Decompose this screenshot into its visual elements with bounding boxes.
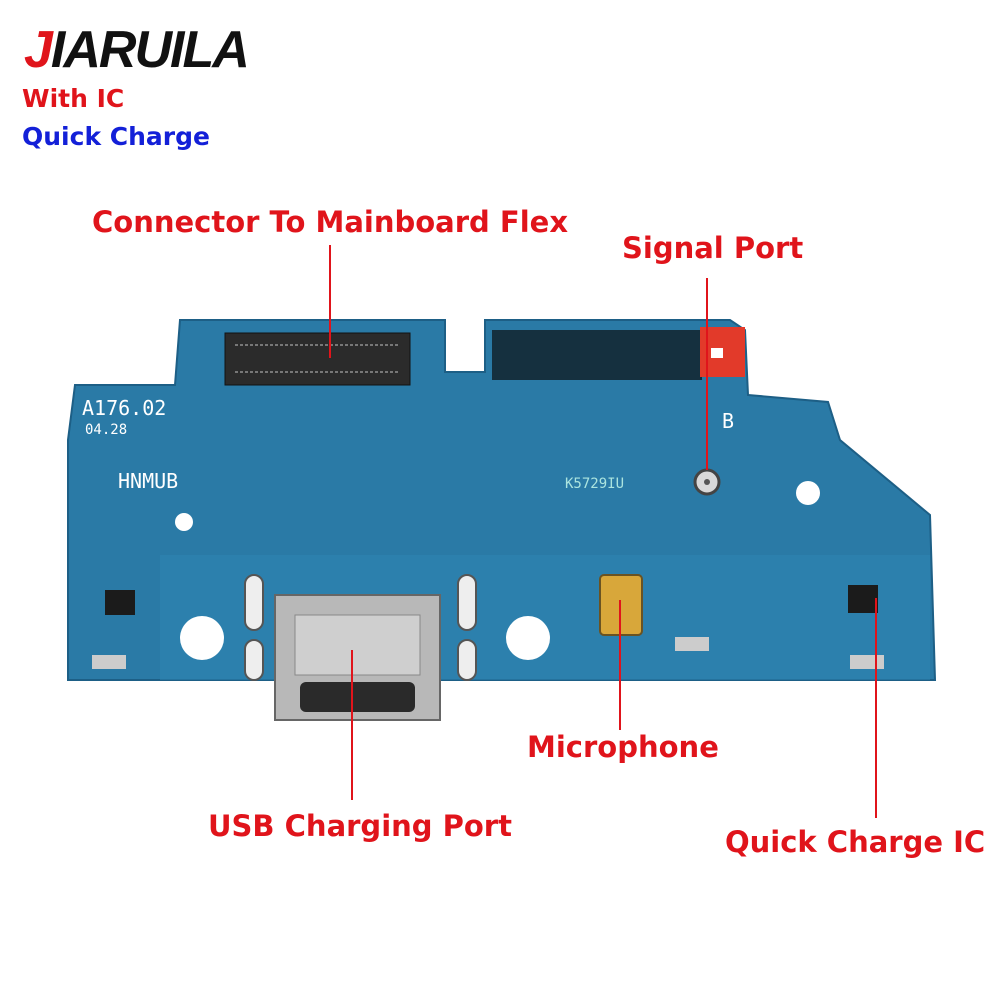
label-quick-charge-ic: Quick Charge IC [725, 825, 986, 859]
brand-logo-j: J [24, 21, 53, 79]
quick-charge-tag: Quick Charge [22, 122, 210, 151]
label-connector: Connector To Mainboard Flex [92, 205, 569, 239]
usb-port [274, 594, 441, 721]
silk-date: 04.28 [85, 422, 127, 438]
with-ic-tag: With IC [22, 84, 125, 113]
silk-marker: B [722, 409, 734, 433]
board-connector [224, 332, 411, 386]
quick-charge-ic-chip [848, 585, 878, 613]
silk-chip: K5729IU [565, 476, 624, 492]
shield-plate [492, 330, 702, 380]
brand-logo-rest: IARUILA [50, 21, 250, 79]
mounting-holes [175, 481, 820, 660]
callout-lines [329, 245, 877, 818]
silk-model: A176.02 [82, 396, 166, 420]
label-signal-port: Signal Port [622, 231, 804, 265]
silk-code: HNMUB [118, 469, 178, 493]
label-usb-port: USB Charging Port [208, 809, 512, 843]
label-microphone: Microphone [527, 730, 719, 764]
brand-logo: JIARUILA [24, 21, 250, 79]
